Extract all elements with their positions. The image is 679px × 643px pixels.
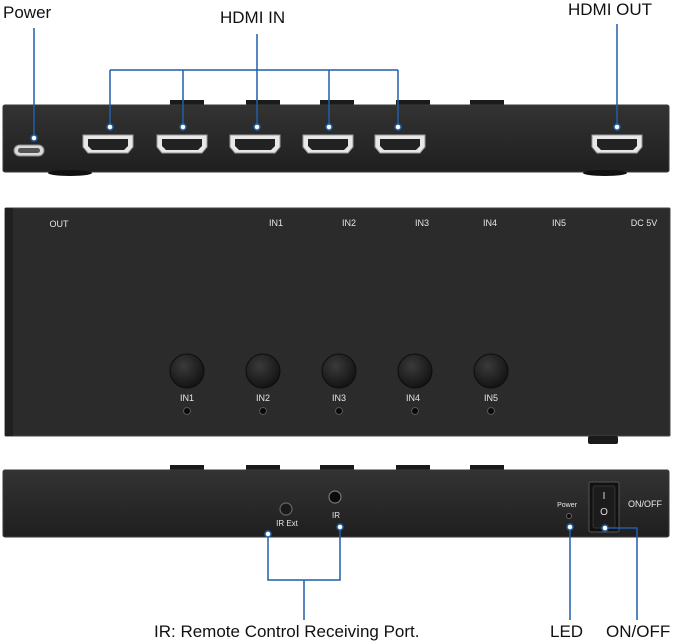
- top-label-in2: IN2: [341, 218, 357, 228]
- callout-dots-top: [30, 123, 621, 142]
- hdmi-out-port: [591, 134, 643, 154]
- input-buttons: [169, 353, 509, 389]
- on-off-callout: ON/OFF: [606, 622, 671, 641]
- hdmi-out-callout: HDMI OUT: [568, 0, 653, 19]
- callout-lines-top: [33, 24, 618, 137]
- switch-on-mark: I: [602, 491, 606, 502]
- input-leds: [183, 407, 495, 415]
- led-callout: LED: [550, 622, 584, 641]
- rear-panel: [2, 100, 670, 176]
- top-panel: [4, 207, 671, 444]
- top-label-out: OUT: [49, 219, 69, 229]
- ir-port-callout: IR: Remote Control Receiving Port.: [154, 622, 420, 641]
- button-label-in3: IN3: [331, 393, 347, 403]
- callout-dots-bottom: [264, 523, 609, 538]
- top-label-in3: IN3: [414, 218, 430, 228]
- button-label-in4: IN4: [405, 393, 421, 403]
- ir-ext-jack: [279, 502, 293, 516]
- power-led: [566, 513, 572, 519]
- ir-ext-label: IR Ext: [276, 519, 298, 528]
- callout-lines-bottom: [267, 527, 638, 620]
- switch-off-mark: O: [600, 507, 608, 518]
- power-switch: [588, 481, 620, 533]
- ir-label: IR: [332, 511, 340, 520]
- power-callout: Power: [3, 3, 52, 22]
- power-led-label: Power: [557, 502, 577, 509]
- top-label-dc5v: DC 5V: [630, 218, 658, 228]
- button-label-in5: IN5: [483, 393, 499, 403]
- top-label-in5: IN5: [551, 218, 567, 228]
- button-label-in1: IN1: [179, 393, 195, 403]
- ir-receiver: [328, 490, 342, 504]
- top-label-in4: IN4: [482, 218, 498, 228]
- hdmi-in-ports: [82, 134, 426, 154]
- hdmi-in-callout: HDMI IN: [220, 8, 286, 27]
- button-label-in2: IN2: [255, 393, 271, 403]
- switch-caption: ON/OFF: [628, 499, 662, 509]
- top-label-in1: IN1: [268, 218, 284, 228]
- front-panel: [2, 465, 670, 538]
